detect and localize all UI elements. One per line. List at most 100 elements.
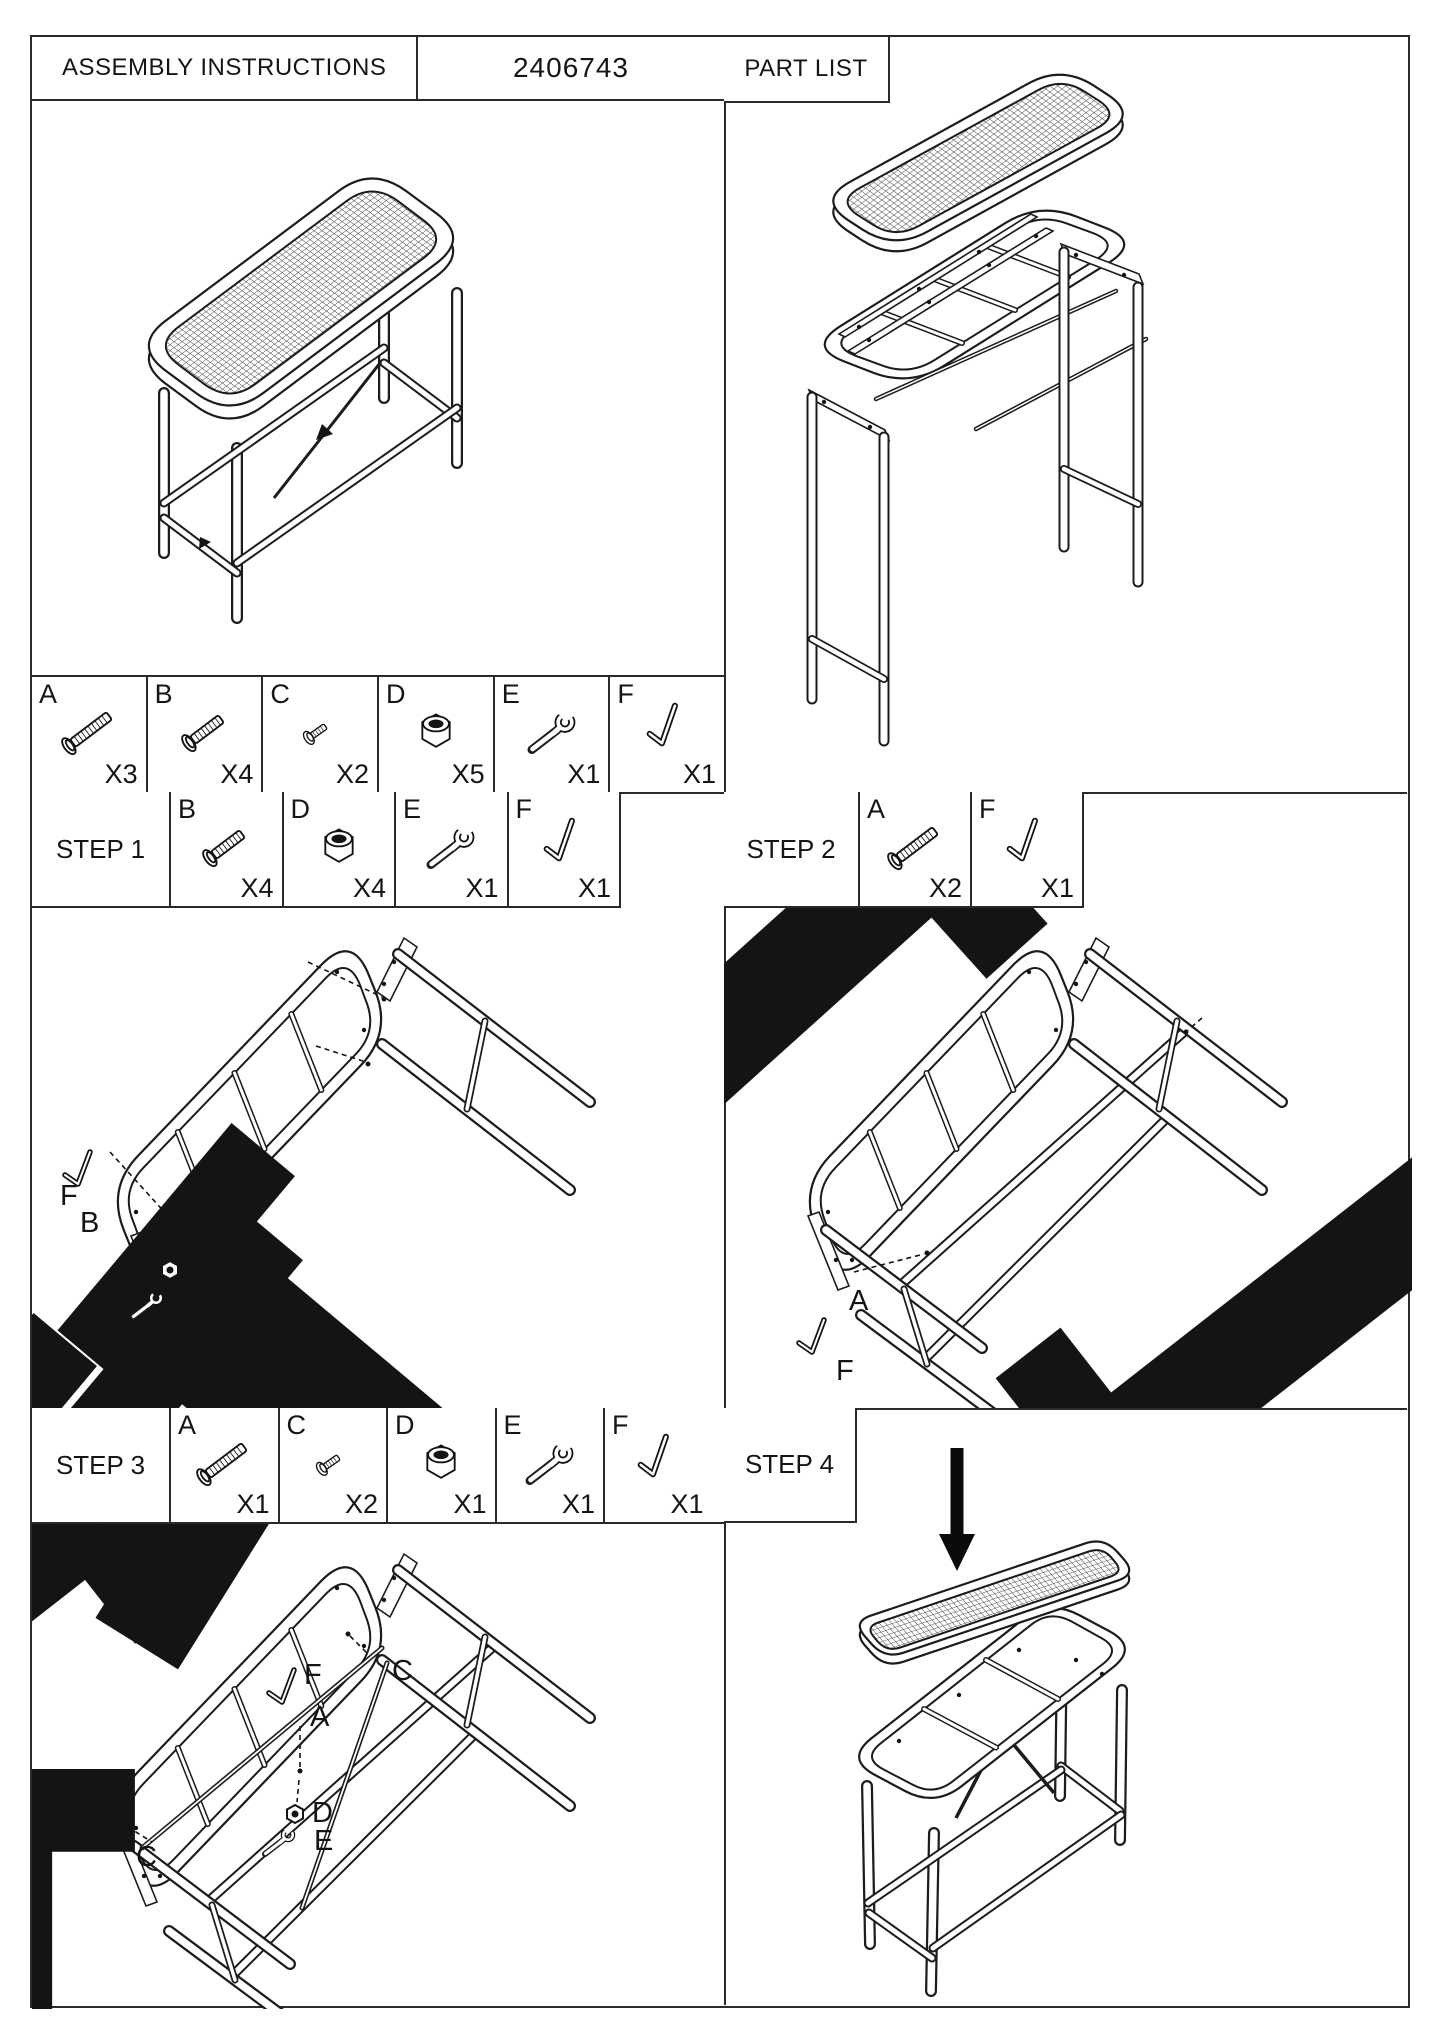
- step3-fasteners: [32, 1408, 369, 2009]
- part-cell-A: A X3: [32, 677, 146, 792]
- step1-drawing: F B D E: [32, 792, 724, 1408]
- mesh-top-part: [832, 73, 1124, 253]
- part-letter: B: [178, 794, 197, 824]
- part-letter: E: [503, 1410, 522, 1440]
- part-quantity: X2: [344, 1489, 378, 1519]
- brace-arrow: [316, 424, 333, 440]
- part-cell-F: F X1: [608, 677, 725, 792]
- mesh-top-part: [858, 1540, 1131, 1665]
- callout-F: F: [60, 1180, 78, 1212]
- step1-fasteners: [32, 961, 628, 1408]
- part-letter: C: [286, 1410, 307, 1440]
- leg-assembly-right: [1058, 242, 1145, 588]
- mesh-top-surface: [164, 190, 438, 395]
- callout-E: E: [314, 1825, 333, 1857]
- part-quantity: X2: [335, 759, 370, 789]
- step3-drawing: C F A D E C: [32, 1408, 724, 2009]
- step2-parts-strip: STEP 2 A X2 F X1: [724, 792, 1084, 908]
- callout-E: E: [198, 1261, 217, 1293]
- step4-drawing: [858, 1448, 1131, 1997]
- title-block: ASSEMBLY INSTRUCTIONS 2406743: [32, 37, 724, 101]
- part-quantity: X1: [670, 1489, 704, 1519]
- step4-section: STEP 4: [724, 1408, 1412, 2009]
- callout-A: A: [310, 1701, 330, 1733]
- part-quantity: X2: [928, 873, 962, 903]
- wrench-icon: [516, 695, 588, 767]
- bolt-long-icon: [188, 1426, 260, 1498]
- lock-nut-icon: [303, 810, 375, 882]
- part-letter: F: [979, 794, 996, 824]
- leg-assembly-left: [806, 388, 891, 747]
- bolt-glyph: [32, 1810, 135, 2009]
- part-letter: D: [290, 794, 311, 824]
- callout-D: D: [181, 1237, 202, 1269]
- screw-small-icon: [297, 1426, 369, 1498]
- nut-glyph: [161, 1259, 179, 1281]
- allen-key-icon: [631, 695, 703, 767]
- part-letter: A: [867, 794, 886, 824]
- part-cell-F: F X1: [603, 1408, 712, 1522]
- part-cell-A: A X2: [858, 792, 970, 906]
- row-divider-1: [32, 792, 1407, 794]
- part-quantity: X1: [567, 759, 601, 789]
- part-letter: A: [178, 1410, 197, 1440]
- step4-label: STEP 4: [724, 1408, 857, 1523]
- bolt-medium-icon: [169, 695, 241, 767]
- part-quantity: X1: [236, 1489, 270, 1519]
- part-list-exploded-drawing: [806, 73, 1149, 747]
- screw-small-icon: [284, 695, 356, 767]
- part-quantity: X1: [465, 873, 499, 903]
- callout-F: F: [836, 1355, 854, 1387]
- part-letter: E: [403, 794, 422, 824]
- part-letter: B: [154, 679, 173, 709]
- bench-legs: [158, 232, 463, 624]
- allen-key-icon: [528, 810, 600, 882]
- callout-F: F: [304, 1659, 322, 1691]
- part-cell-E: E X1: [394, 792, 507, 906]
- assembled-base: [858, 1606, 1128, 1997]
- stretcher-arrow: [199, 537, 211, 549]
- part-quantity: X4: [220, 759, 254, 789]
- bolt-long-icon: [879, 810, 951, 882]
- part-letter: F: [515, 794, 533, 824]
- step2-drawing: A F: [724, 792, 1412, 1408]
- nut-glyph: [286, 1803, 304, 1825]
- lock-nut-icon: [400, 695, 472, 767]
- callout-D: D: [312, 1797, 333, 1829]
- step1-label: STEP 1: [55, 833, 146, 864]
- part-letter: F: [612, 1410, 629, 1440]
- allen-key-glyph: [796, 1317, 827, 1355]
- allen-key-icon: [991, 810, 1063, 882]
- callout-B: B: [80, 1207, 99, 1239]
- part-cell-C: C X2: [261, 677, 378, 792]
- assembly-instructions-title: ASSEMBLY INSTRUCTIONS: [32, 37, 418, 99]
- part-letter: F: [617, 679, 634, 709]
- assembled-bench-drawing: [147, 177, 463, 624]
- part-cell-F: F X1: [970, 792, 1082, 906]
- part-quantity: X3: [104, 759, 138, 789]
- down-arrow: [939, 1448, 975, 1571]
- part-letter: D: [386, 679, 406, 709]
- wrench-icon: [514, 1426, 586, 1498]
- brace-rods: [139, 1645, 390, 1911]
- step2-fasteners: [724, 792, 1412, 1408]
- part-quantity: X1: [683, 759, 717, 789]
- part-letter: D: [395, 1410, 415, 1440]
- part-quantity: X1: [1040, 873, 1074, 903]
- part-list-title: PART LIST: [724, 37, 890, 103]
- part-cell-B: B X4: [145, 677, 262, 792]
- callout-C: C: [136, 1841, 157, 1873]
- part-letter: C: [270, 679, 290, 709]
- bolt-long-icon: [53, 695, 125, 767]
- step2-label: STEP 2: [746, 833, 836, 864]
- part-letter: A: [39, 679, 58, 709]
